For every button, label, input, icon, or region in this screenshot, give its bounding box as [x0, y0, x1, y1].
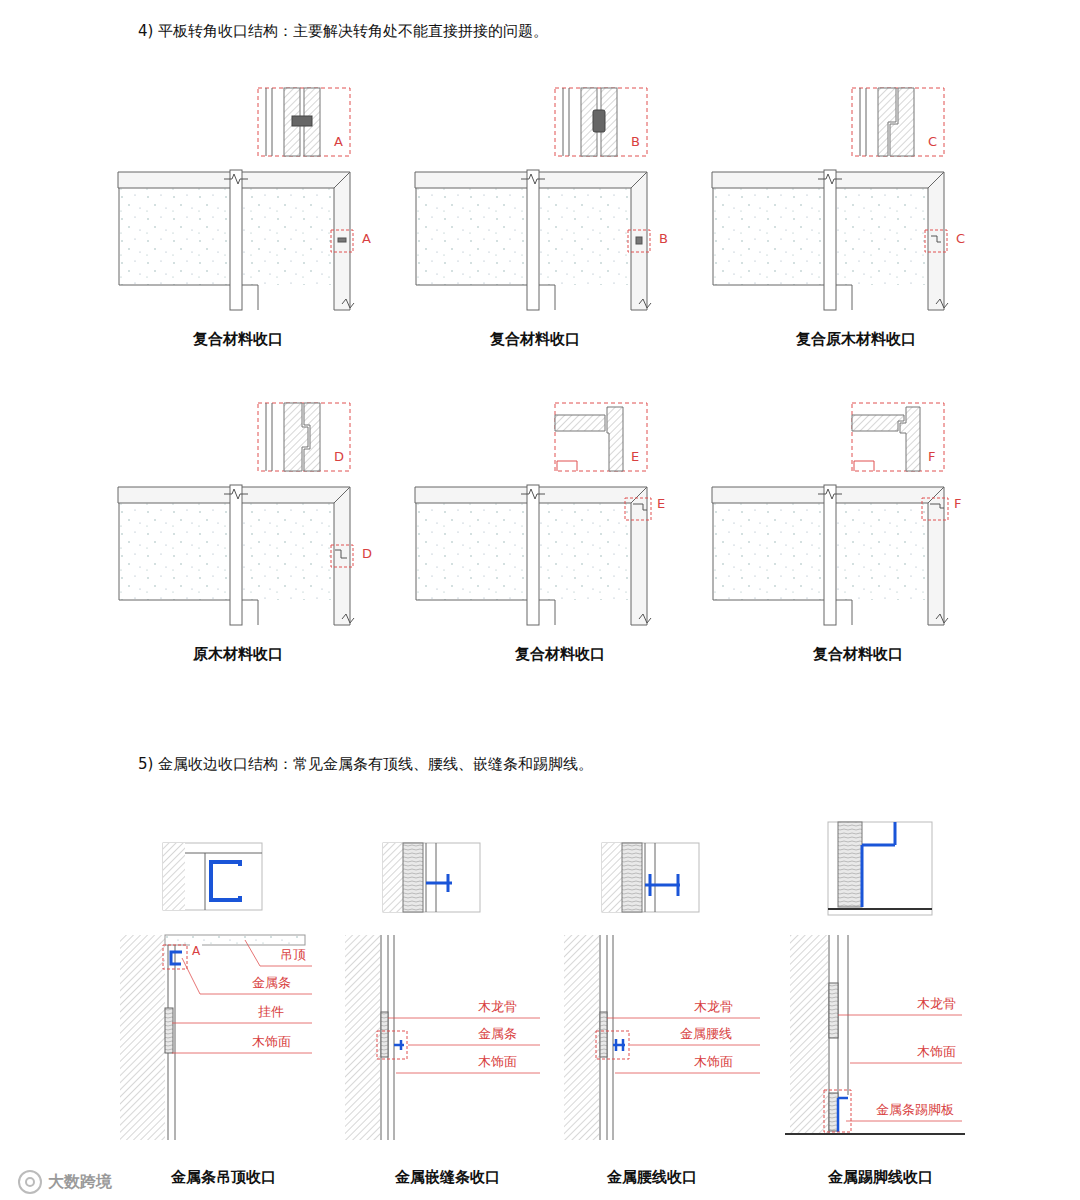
- caption: 复合材料收口: [813, 645, 903, 663]
- watermark-icon: [19, 1171, 41, 1193]
- caption: 复合材料收口: [490, 330, 580, 348]
- detail-letter: E: [631, 449, 639, 465]
- caption: 原木材料收口: [193, 645, 283, 663]
- detail-letter: D: [360, 546, 374, 562]
- detail-b: [555, 88, 647, 156]
- ceiling-detail: [163, 843, 262, 910]
- caption: 金属踢脚线收口: [828, 1168, 933, 1186]
- caption: 复合材料收口: [193, 330, 283, 348]
- skirting-detail: [828, 822, 932, 915]
- detail-f: [852, 403, 944, 471]
- detail-letter: C: [954, 231, 967, 247]
- detail-letter: A: [334, 134, 343, 150]
- detail-letter: F: [952, 496, 963, 512]
- part-label: 木饰面: [476, 1054, 519, 1070]
- skirting-section: [785, 935, 965, 1134]
- corner-section: [118, 170, 948, 625]
- caption: 金属条吊顶收口: [171, 1168, 276, 1186]
- detail-letter: A: [360, 231, 373, 247]
- part-label: 挂件: [256, 1004, 286, 1020]
- part-label: 木饰面: [915, 1044, 958, 1060]
- detail-letter: B: [631, 134, 640, 150]
- detail-letter: E: [655, 496, 667, 512]
- caption: 复合原木材料收口: [796, 330, 916, 348]
- detail-letter: D: [334, 449, 344, 465]
- part-label: 木饰面: [250, 1034, 293, 1050]
- callout-marker: [331, 230, 948, 567]
- caption: 金属腰线收口: [607, 1168, 697, 1186]
- detail-letter: B: [657, 231, 670, 247]
- joint-marker: [335, 236, 944, 558]
- part-label: 金属条: [476, 1026, 519, 1042]
- part-label: 木龙骨: [476, 999, 519, 1015]
- detail-a: [258, 88, 350, 156]
- section-heading: 4) 平板转角收口结构：主要解决转角处不能直接拼接的问题。: [138, 22, 548, 40]
- part-label: 吊顶: [278, 947, 308, 963]
- section-heading: 5) 金属收边收口结构：常见金属条有顶线、腰线、嵌缝条和踢脚线。: [138, 755, 593, 773]
- inlay-detail: [383, 843, 480, 912]
- waistline-detail: [602, 843, 699, 912]
- detail-letter: C: [928, 134, 937, 150]
- part-label: 金属腰线: [678, 1026, 734, 1042]
- part-label: 木龙骨: [692, 999, 735, 1015]
- waistline-section: [564, 935, 760, 1140]
- detail-d: [258, 403, 350, 471]
- caption: 复合材料收口: [515, 645, 605, 663]
- part-label: 木饰面: [692, 1054, 735, 1070]
- inlay-section: [345, 935, 540, 1140]
- detail-letter: F: [928, 449, 935, 465]
- watermark: 大数跨境: [48, 1172, 112, 1191]
- caption: 金属嵌缝条收口: [395, 1168, 500, 1186]
- ceiling-section: [120, 935, 312, 1140]
- callout-letter: A: [190, 944, 202, 958]
- part-label: 金属条: [250, 975, 293, 991]
- part-label: 金属条踢脚板: [874, 1102, 956, 1118]
- detail-c: [852, 88, 944, 156]
- part-label: 木龙骨: [915, 996, 958, 1012]
- detail-e: [555, 403, 647, 471]
